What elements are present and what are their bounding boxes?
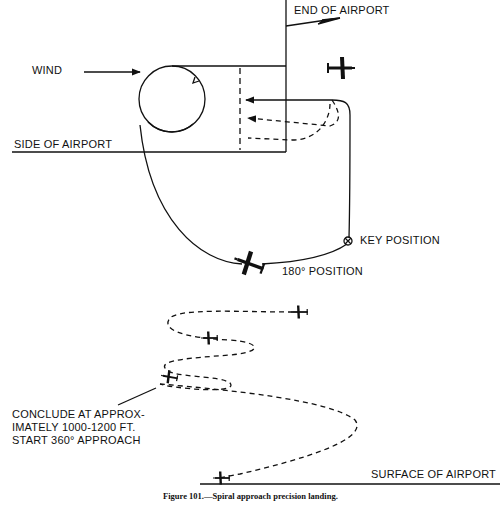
position-label: 180° POSITION [282, 265, 363, 278]
side-label: SIDE OF AIRPORT [14, 138, 112, 151]
figure-caption: Figure 101.—Spiral approach precision la… [163, 491, 338, 501]
end-label: END OF AIRPORT [294, 4, 390, 17]
note-text: CONCLUDE AT APPROX- IMATELY 1000-1200 FT… [12, 408, 162, 447]
surface-label: SURFACE OF AIRPORT [371, 468, 496, 481]
wind-label: WIND [32, 64, 62, 77]
position-label: KEY POSITION [360, 234, 440, 247]
